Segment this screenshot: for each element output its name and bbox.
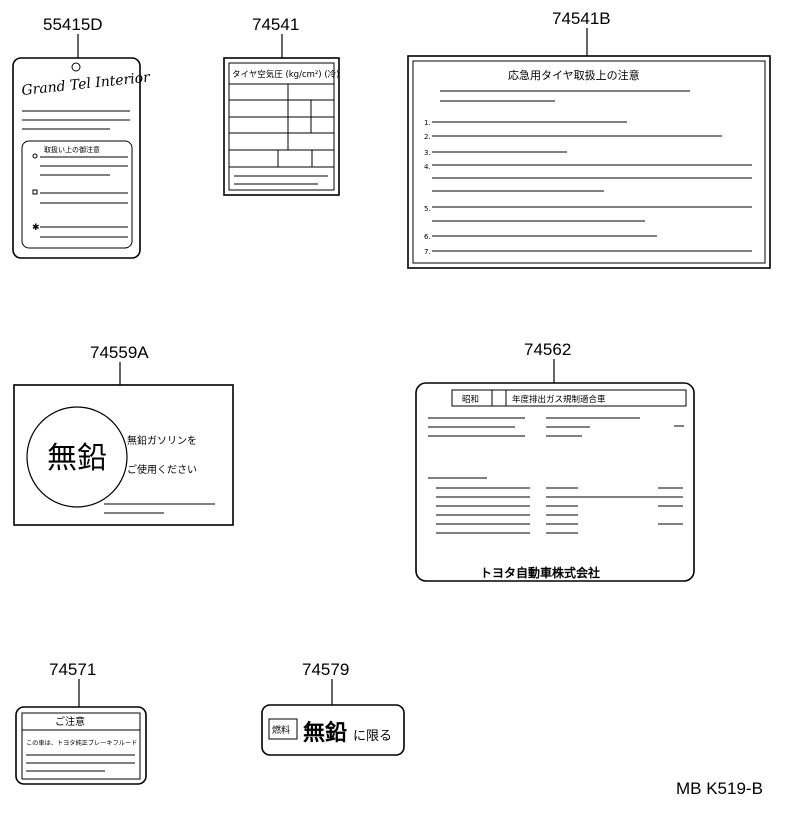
fuel-small: 燃料 bbox=[272, 724, 290, 736]
label-inner-border bbox=[228, 62, 335, 191]
part-number-55415D: 55415D bbox=[43, 15, 103, 34]
part-74541: 74541 タイヤ空気圧 (kg/cm²) (冷) bbox=[223, 15, 340, 196]
label-inner-border bbox=[412, 60, 766, 264]
tag-section-title: 取扱い上の御注意 bbox=[44, 145, 100, 154]
unleaded-kanji: 無鉛 bbox=[47, 441, 107, 476]
bullet-icon: ✱ bbox=[32, 223, 40, 233]
tag-inner-box bbox=[21, 140, 133, 249]
part-74541B: 74541B 応急用タイヤ取扱上の注意 1. 2. 3. 4. 5. 6. 7. bbox=[407, 9, 771, 269]
part-74562: 74562 昭和 年度排出ガス規制適合車 トヨタ自動車株式会社 bbox=[415, 340, 695, 582]
item-number: 4. bbox=[424, 163, 431, 171]
emission-header-box bbox=[451, 389, 687, 407]
part-74559A: 74559A 無鉛 無鉛ガソリンを ご使用ください bbox=[13, 343, 234, 526]
emission-title: 年度排出ガス規制適合車 bbox=[512, 394, 606, 405]
unleaded-line-1: 無鉛ガソリンを bbox=[127, 434, 197, 447]
spare-tire-title: 応急用タイヤ取扱上の注意 bbox=[508, 68, 640, 82]
item-number: 2. bbox=[424, 133, 431, 141]
fuel-kanji: 無鉛 bbox=[303, 720, 347, 746]
part-number-74559A: 74559A bbox=[90, 343, 149, 362]
part-number-74579: 74579 bbox=[302, 660, 349, 679]
label-outline bbox=[15, 706, 147, 785]
part-number-74541B: 74541B bbox=[552, 9, 611, 28]
part-number-74541: 74541 bbox=[252, 15, 299, 34]
brake-title: ご注意 bbox=[55, 715, 85, 728]
unleaded-circle bbox=[26, 406, 128, 508]
part-number-74571: 74571 bbox=[49, 660, 96, 679]
bullet-icon bbox=[32, 153, 38, 159]
label-outline bbox=[223, 57, 340, 196]
part-55415D: 55415D Grand Tel Interior 取扱い上の御注意 ✱ bbox=[12, 15, 152, 259]
tag-brand-script: Grand Tel Interior bbox=[21, 69, 152, 99]
fuel-suffix: に限る bbox=[353, 729, 392, 744]
diagram-code: MB K519-B bbox=[676, 779, 763, 798]
emission-era: 昭和 bbox=[462, 395, 479, 405]
tag-hole bbox=[71, 62, 81, 72]
label-inner-border bbox=[21, 712, 141, 780]
item-number: 6. bbox=[424, 233, 431, 241]
label-outline bbox=[13, 384, 234, 526]
bullet-icon bbox=[32, 189, 38, 195]
part-74579: 74579 燃料 無鉛 に限る bbox=[261, 660, 405, 756]
emission-maker: トヨタ自動車株式会社 bbox=[480, 565, 600, 580]
label-outline bbox=[261, 704, 405, 756]
label-outline bbox=[407, 55, 771, 269]
item-number: 3. bbox=[424, 149, 431, 157]
label-outline bbox=[415, 382, 695, 582]
tire-pressure-title: タイヤ空気圧 (kg/cm²) (冷) bbox=[232, 69, 339, 80]
part-74571: 74571 ご注意 この車は、トヨタ純正ブレーキフルード bbox=[15, 660, 147, 785]
item-number: 5. bbox=[424, 205, 431, 213]
brake-text: この車は、トヨタ純正ブレーキフルード bbox=[26, 739, 137, 747]
tag-outline bbox=[12, 57, 141, 259]
fuel-small-box bbox=[268, 718, 298, 740]
item-number: 7. bbox=[424, 248, 431, 256]
part-number-74562: 74562 bbox=[524, 340, 571, 359]
item-number: 1. bbox=[424, 119, 431, 127]
unleaded-line-2: ご使用ください bbox=[127, 463, 197, 476]
